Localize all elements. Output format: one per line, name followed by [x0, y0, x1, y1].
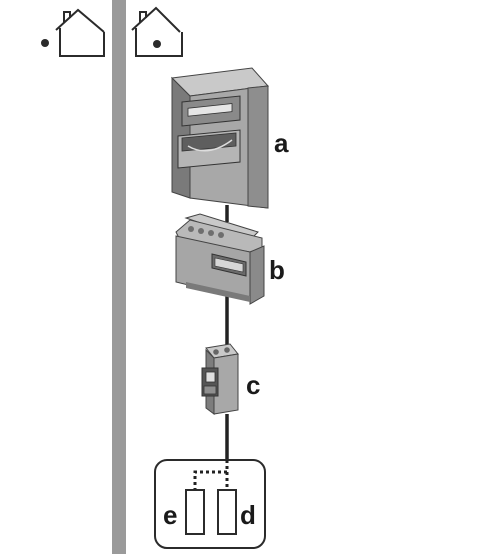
- socket-d: [217, 489, 237, 535]
- socket-enclosure-icon: [154, 459, 266, 549]
- socket-e: [185, 489, 205, 535]
- din-rail-energy-meter-icon: [175, 213, 265, 305]
- circuit-breaker-icon: [201, 343, 239, 415]
- label-a: a: [274, 128, 289, 158]
- label-c: c: [246, 370, 260, 400]
- enclosure-outline: [154, 459, 266, 549]
- house-icon: [131, 6, 183, 57]
- electricity-meter-icon: [170, 67, 270, 209]
- meter-counter: [187, 103, 233, 117]
- breaker-toggle: [205, 371, 216, 383]
- label-b: b: [269, 255, 285, 285]
- label-e: e: [163, 500, 177, 530]
- dotted-wiring: [193, 460, 229, 490]
- wall-bar: [112, 0, 126, 554]
- label-d: d: [240, 500, 256, 530]
- house-icon: [41, 8, 105, 57]
